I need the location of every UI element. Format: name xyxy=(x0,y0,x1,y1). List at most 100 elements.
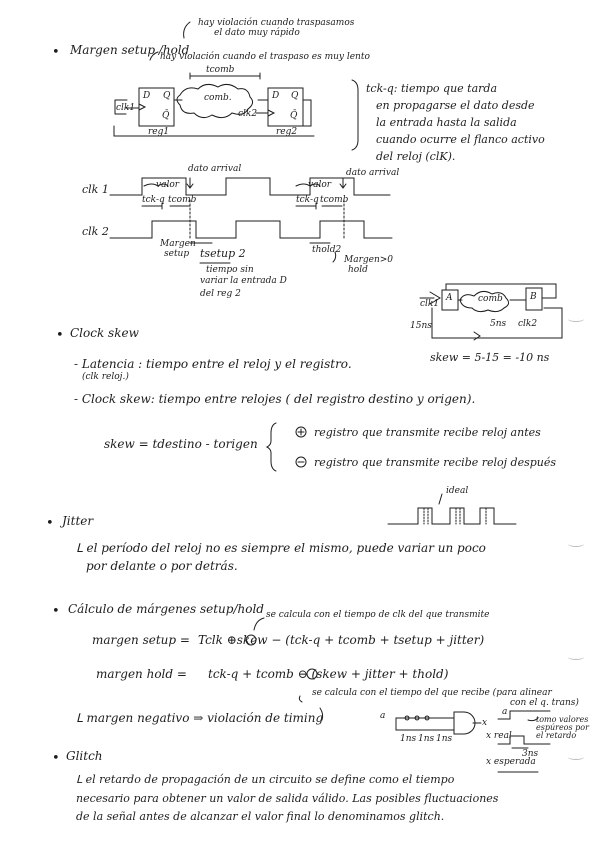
margen-hold-1: Margen>0 xyxy=(344,255,394,265)
wave-x-esp: x esperada xyxy=(486,757,536,767)
setup-rhs: Tclk ⊕skew − (tck-q + tcomb + tsetup + j… xyxy=(198,633,485,647)
tckq-def-1: tck-q: tiempo que tarda xyxy=(366,82,498,95)
setup-lhs: margen setup = xyxy=(92,633,190,647)
glitch-1ns-c: 1ns xyxy=(436,734,453,744)
glitch-line2: necesario para obtener un valor de salid… xyxy=(76,792,499,805)
timing-clk2: clk 2 xyxy=(82,225,109,238)
tckq-def-5: del reloj (clK). xyxy=(376,150,456,163)
skew-clk1: clk1 xyxy=(420,299,440,309)
plus-circle xyxy=(295,426,307,438)
arrival2-arrow xyxy=(339,177,347,189)
tcomb-span xyxy=(189,72,261,80)
glitch-loop xyxy=(395,717,455,731)
tiempo-sin-2: variar la entrada D xyxy=(200,276,287,286)
margin-mark xyxy=(568,754,584,760)
label-tcomb: tcomb xyxy=(206,65,235,75)
clk1-label: clk1 xyxy=(116,103,136,113)
latencia-sub: (clk reloj.) xyxy=(82,372,129,382)
receive-arrow xyxy=(298,695,303,703)
formula-plus-circle xyxy=(245,634,257,646)
reg2-qbar: Q̄ xyxy=(290,111,298,121)
reg2-q: Q xyxy=(291,91,299,101)
minus-case: registro que transmite recibe reloj desp… xyxy=(314,456,557,469)
label-comb: comb. xyxy=(204,93,232,103)
tckq2-span xyxy=(295,202,343,210)
jitter-ideal: ideal xyxy=(446,486,469,496)
skew-value: skew = 5-15 = -10 ns xyxy=(430,351,550,364)
bullet-setup-hold: • xyxy=(52,45,60,60)
jitter-wave xyxy=(387,507,517,525)
section-title-glitch: Glitch xyxy=(66,749,103,763)
bottom-wire xyxy=(113,125,315,137)
clk2-wave xyxy=(109,220,393,239)
skew-clk-buffer xyxy=(473,331,481,341)
skew-clk2: clk2 xyxy=(518,319,538,329)
tckq1-span xyxy=(141,202,191,210)
tiempo-sin-3: del reg 2 xyxy=(200,289,241,299)
clk2-label: clk2 xyxy=(238,109,258,119)
wave-3ns: 3ns xyxy=(522,749,539,759)
skew-reg-b-box xyxy=(525,287,543,311)
glitch-x-label: x xyxy=(482,718,488,728)
margen-setup-2: setup xyxy=(164,249,190,259)
reg2-d: D xyxy=(272,91,280,101)
hold-rhs: tck-q + tcomb ⊖ (skew + jitter + thold) xyxy=(208,667,449,681)
and-gate xyxy=(453,711,476,735)
wave-x-real: x real xyxy=(486,731,512,741)
skew-5ns: 5ns xyxy=(490,319,507,329)
margin-mark xyxy=(568,541,584,547)
tckq-def-4: cuando ocurre el flanco activo xyxy=(376,133,545,146)
jitter-dashes xyxy=(423,507,487,525)
reg2-clk-triangle xyxy=(267,109,276,117)
glitch-note-arrow xyxy=(527,717,539,722)
section-title-clock-skew: Clock skew xyxy=(70,326,139,340)
wave-a-label: a xyxy=(502,707,508,717)
valor-1: valor xyxy=(156,180,180,190)
arrival1-arrow xyxy=(186,177,194,189)
skew-15ns: 15ns xyxy=(410,321,432,331)
waveform-a xyxy=(497,710,551,720)
reg1-box xyxy=(138,87,175,127)
section-title-margenes: Cálculo de márgenes setup/hold xyxy=(68,602,264,616)
reg1-label: reg1 xyxy=(148,127,170,137)
latencia: - Latencia : tiempo entre el reloj y el … xyxy=(74,357,352,371)
margen-hold-arrow xyxy=(332,251,337,263)
dato-arrival-2: dato arrival xyxy=(346,168,400,178)
skew-brace xyxy=(265,422,277,472)
bullet-margenes: • xyxy=(52,604,60,619)
thold2: thold2 xyxy=(312,245,342,255)
glitch-a-label: a xyxy=(380,711,386,721)
note-fast-2: el dato muy rápido xyxy=(214,28,300,38)
tiempo-sin-1: tiempo sin xyxy=(206,265,254,275)
tckq-def-2: en propagarse el dato desde xyxy=(376,99,535,112)
ideal-arrow xyxy=(438,493,443,505)
section-title-jitter: Jitter xyxy=(62,514,94,528)
glitch-1ns-a: 1ns xyxy=(400,734,417,744)
section-title-setup-hold: Margen setup /hold xyxy=(70,43,190,57)
skew-comb-cloud xyxy=(459,290,510,313)
note-transmit: se calcula con el tiempo de clk del que … xyxy=(266,610,490,620)
minus-circle xyxy=(295,456,307,468)
tcomb-1: tcomb xyxy=(168,195,197,205)
margin-mark xyxy=(568,316,584,322)
bullet-glitch: • xyxy=(52,751,60,766)
bullet-jitter: • xyxy=(46,516,54,531)
clock-skew-def: - Clock skew: tiempo entre relojes ( del… xyxy=(74,392,476,406)
valor2-wiggle xyxy=(295,183,321,187)
valor1-wiggle xyxy=(143,183,169,187)
margen-hold-2: hold xyxy=(348,265,368,275)
skew-formula: skew = tdestino - torigen xyxy=(104,437,258,451)
transmit-arrow xyxy=(253,617,265,631)
bracket-tckq xyxy=(351,79,359,151)
reg1-input-loop xyxy=(114,99,128,115)
reg2-label: reg2 xyxy=(276,127,298,137)
glitch-line1: ᒪ el retardo de propagación de un circui… xyxy=(76,773,455,786)
glitch-1ns-b: 1ns xyxy=(418,734,435,744)
jitter-line2: por delante o por detrás. xyxy=(86,559,238,573)
comb-cloud xyxy=(176,83,254,119)
hold-lhs: margen hold = xyxy=(96,667,187,681)
valor-2: valor xyxy=(308,180,332,190)
skew-a-input xyxy=(429,291,441,305)
bullet-clock-skew: • xyxy=(56,328,64,343)
